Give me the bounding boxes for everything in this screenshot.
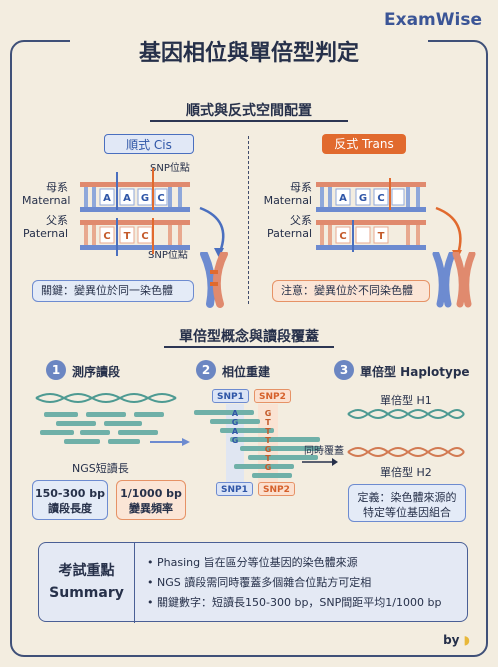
trans-tag: 反式 Trans	[322, 134, 406, 154]
haplotype-h2-label: 單倍型 H2	[380, 466, 432, 479]
base-letter: C	[339, 231, 346, 242]
base-letter: G	[265, 409, 272, 418]
summary-label: 考試重點 Summary	[39, 543, 135, 623]
section2-title: 單倍型概念與讀段覆蓋	[179, 329, 319, 345]
base-letter: G	[265, 463, 272, 472]
base-letter: C	[157, 193, 164, 204]
title-wrap: 基因相位與單倍型判定	[70, 34, 428, 74]
variant-freq-box: 1/1000 bp 變異頻率	[116, 480, 186, 520]
base-letter: G	[232, 418, 239, 427]
snp2-tag-top: SNP2	[254, 389, 291, 403]
base-letter: A	[232, 427, 239, 436]
summary-points: Phasing 旨在區分等位基因的染色體來源 NGS 讀段需同時覆蓋多個雜合位點…	[147, 553, 441, 613]
base-letter: T	[124, 231, 131, 242]
page-title: 基因相位與單倍型判定	[138, 41, 359, 66]
section-divider	[248, 136, 249, 304]
base-letter: G	[141, 193, 149, 204]
banana-icon: ◗	[463, 633, 470, 647]
base-letter: T	[378, 231, 385, 242]
trans-chromosomes	[432, 252, 476, 308]
step2-label: 相位重建	[222, 365, 271, 379]
summary-box: 考試重點 Summary Phasing 旨在區分等位基因的染色體來源 NGS …	[38, 542, 468, 623]
section1-underline	[150, 120, 348, 122]
base-letter: G	[265, 445, 272, 454]
ngs-label: NGS短讀長	[72, 462, 129, 475]
summary-point: NGS 讀段需同時覆蓋多個雜合位點方可定相	[147, 573, 441, 593]
co-cover-arrow	[302, 458, 338, 466]
sequencing-reads	[35, 393, 190, 446]
cis-snp-top-label: SNP位點	[150, 163, 190, 174]
step1-label: 測序讀段	[72, 365, 121, 379]
base-letter: A	[123, 193, 131, 204]
base-letter: G	[232, 436, 239, 445]
section2-underline	[164, 346, 334, 348]
base-letter: C	[103, 231, 110, 242]
snp1-tag-top: SNP1	[212, 389, 249, 403]
step3-number: 3	[334, 360, 354, 380]
step2-number: 2	[196, 360, 216, 380]
cis-snp-bottom-label: SNP位點	[148, 250, 188, 261]
base-letter: T	[265, 418, 271, 427]
haplotype-h1-label: 單倍型 H1	[380, 394, 432, 407]
base-letter: G	[359, 193, 367, 204]
snp1-tag-bottom: SNP1	[216, 482, 253, 496]
base-letter: A	[339, 193, 347, 204]
snp2-tag-bottom: SNP2	[258, 482, 295, 496]
section1-title: 順式與反式空間配置	[186, 103, 312, 119]
step1-number: 1	[46, 360, 66, 380]
base-letter: A	[232, 409, 239, 418]
brand-logo: ExamWise	[384, 10, 482, 30]
byline: by ◗	[443, 633, 470, 647]
trans-note: 注意：變異位於不同染色體	[272, 280, 430, 302]
cis-tag: 順式 Cis	[104, 134, 194, 154]
base-letter: T	[265, 436, 271, 445]
haplotype-h1-strand	[347, 409, 465, 419]
base-letter: C	[141, 231, 148, 242]
base-letter: T	[265, 427, 271, 436]
summary-point: Phasing 旨在區分等位基因的染色體來源	[147, 553, 441, 573]
definition-box: 定義：染色體來源的 特定等位基因組合	[348, 484, 466, 522]
co-cover-label: 同時覆蓋	[304, 446, 344, 457]
haplotype-h2-strand	[347, 447, 465, 457]
step3-label: 單倍型 Haplotype	[360, 365, 470, 379]
read-length-box: 150-300 bp 讀段長度	[32, 480, 108, 520]
summary-point: 關鍵數字：短讀長150-300 bp，SNP間距平均1/1000 bp	[147, 593, 441, 613]
cis-chromosome	[200, 252, 228, 308]
base-letter: A	[103, 193, 111, 204]
base-letter: T	[265, 454, 271, 463]
base-letter: C	[377, 193, 384, 204]
cis-note: 關鍵：變異位於同一染色體	[32, 280, 194, 302]
